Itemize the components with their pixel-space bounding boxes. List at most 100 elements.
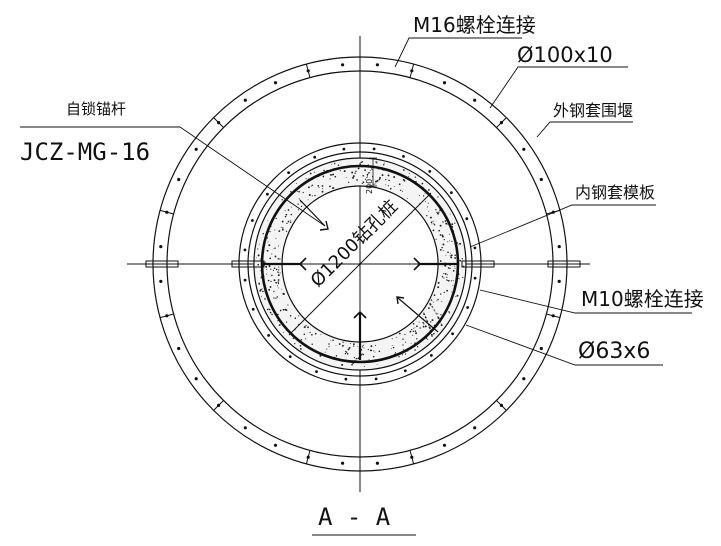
concrete-speck (344, 352, 347, 355)
concrete-speck (418, 321, 420, 323)
concrete-speck (431, 223, 433, 225)
concrete-speck (449, 267, 451, 270)
leader-m16 (394, 37, 522, 68)
concrete-speck (410, 343, 412, 344)
concrete-speck (335, 355, 338, 357)
concrete-speck (307, 186, 310, 189)
anchor-bottom-right-head (396, 296, 405, 305)
concrete-speck (438, 229, 441, 232)
ring-segment-tick (213, 400, 224, 411)
ring-segment-tick (496, 400, 507, 411)
concrete-speck (372, 355, 375, 358)
concrete-speck (431, 319, 434, 322)
concrete-speck (277, 282, 280, 285)
concrete-speck (294, 342, 296, 345)
concrete-speck (442, 243, 445, 246)
concrete-speck (290, 191, 292, 193)
concrete-speck (309, 331, 311, 334)
bolt-dot (539, 177, 543, 182)
concrete-speck (433, 309, 435, 311)
concrete-speck (402, 344, 404, 346)
concrete-speck (450, 256, 453, 259)
concrete-speck (449, 264, 451, 266)
concrete-speck (278, 287, 280, 289)
concrete-speck (302, 191, 304, 194)
concrete-speck (285, 230, 288, 232)
concrete-speck (412, 322, 415, 325)
concrete-speck (337, 164, 340, 167)
concrete-speck (395, 336, 397, 338)
concrete-speck (267, 220, 269, 221)
concrete-speck (421, 182, 424, 185)
concrete-speck (260, 295, 262, 297)
concrete-speck (342, 341, 344, 343)
anchor-left-head (298, 257, 307, 271)
concrete-speck (387, 174, 390, 177)
concrete-speck (323, 169, 325, 172)
bolt-dot (442, 81, 447, 85)
concrete-speck (339, 170, 341, 172)
concrete-speck (279, 258, 281, 260)
concrete-speck (273, 267, 276, 269)
concrete-speck (426, 320, 429, 323)
bolt-dot (402, 155, 405, 158)
concrete-speck (258, 282, 261, 285)
concrete-speck (428, 188, 430, 191)
bolt-dot (557, 245, 561, 249)
concrete-speck (287, 304, 289, 306)
concrete-speck (341, 344, 344, 347)
concrete-speck (321, 190, 324, 193)
concrete-speck (454, 267, 456, 269)
concrete-speck (361, 346, 363, 348)
concrete-speck (370, 345, 373, 348)
concrete-speck (364, 169, 366, 171)
concrete-speck (290, 206, 292, 208)
concrete-speck (429, 216, 432, 219)
concrete-speck (353, 345, 355, 347)
concrete-speck (284, 308, 287, 311)
bolt-dot (243, 426, 247, 430)
concrete-speck (329, 178, 331, 180)
center-lines (127, 36, 590, 492)
concrete-speck (371, 168, 373, 171)
concrete-speck (278, 324, 281, 326)
concrete-speck (271, 274, 273, 277)
bolt-dot (375, 63, 379, 67)
concrete-speck (381, 174, 384, 177)
anchor-bottom-right (397, 297, 439, 333)
concrete-speck (289, 314, 292, 317)
concrete-speck (416, 325, 418, 328)
concrete-speck (311, 343, 313, 345)
concrete-speck (436, 300, 438, 302)
concrete-speck (414, 327, 416, 328)
concrete-speck (333, 162, 336, 165)
concrete-speck (441, 235, 444, 238)
bolt-dot (315, 370, 318, 373)
concrete-speck (266, 308, 269, 311)
bolt-dot (473, 276, 477, 280)
concrete-speck (424, 325, 427, 328)
concrete-speck (370, 349, 373, 352)
concrete-speck (376, 161, 378, 163)
concrete-speck (462, 276, 464, 279)
concrete-speck (256, 257, 257, 259)
concrete-speck (385, 178, 387, 181)
concrete-speck (284, 210, 286, 212)
concrete-speck (429, 327, 431, 330)
concrete-speck (437, 286, 440, 289)
concrete-speck (444, 264, 447, 267)
concrete-speck (441, 301, 443, 303)
bolt-dot (342, 147, 346, 151)
concrete-speck (447, 274, 448, 276)
section-title: A - A (318, 503, 391, 531)
label-outer-cofferdam: 外钢套围堰 (553, 101, 633, 120)
leader-outer-cofferdam (536, 121, 633, 138)
concrete-speck (368, 359, 370, 361)
concrete-speck (440, 323, 442, 325)
concrete-speck (369, 172, 371, 174)
annotations: M16螺栓连接 Ø100x10 外钢套围堰 自锁锚杆 JCZ-MG-16 内钢套… (20, 13, 704, 536)
concrete-speck (279, 272, 281, 274)
concrete-speck (297, 190, 299, 192)
bolt-dot (465, 217, 469, 221)
concrete-speck (443, 238, 445, 241)
